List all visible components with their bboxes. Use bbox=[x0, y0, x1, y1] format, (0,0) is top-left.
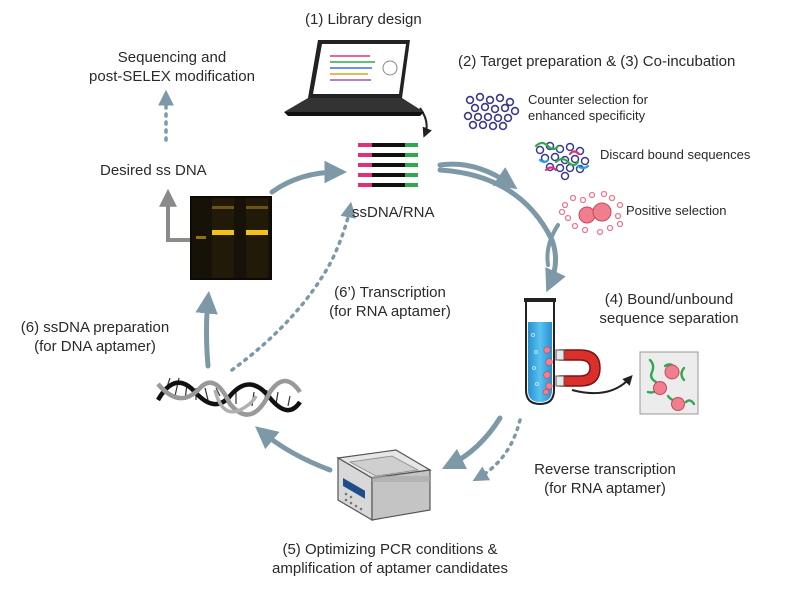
ssdna-rna-label: ssDNA/RNA bbox=[352, 204, 435, 221]
reverse-transcription-label-line1: Reverse transcription bbox=[534, 461, 676, 478]
target-bead-icon bbox=[558, 190, 624, 236]
reverse-transcription-label-line2: (for RNA aptamer) bbox=[544, 480, 666, 497]
double-helix-icon bbox=[156, 377, 302, 417]
ssdna-library-icon bbox=[358, 143, 418, 187]
transcription-label-line1: (6’) Transcription bbox=[334, 284, 446, 301]
desired-ssdna-label: Desired ss DNA bbox=[100, 162, 207, 179]
counter-selection-label: Counter selection for enhanced specifici… bbox=[528, 92, 648, 124]
arrow-gel-to-library bbox=[269, 160, 347, 195]
arrow-laptop-to-library bbox=[419, 107, 432, 138]
gel-image-icon bbox=[190, 196, 272, 280]
library-design-label: (1) Library design bbox=[305, 11, 422, 28]
dotted-arrows bbox=[158, 89, 522, 482]
arrow-library-to-selection bbox=[437, 161, 518, 190]
counter-selection-label-line1: Counter selection for bbox=[528, 92, 648, 107]
positive-selection-label: Positive selection bbox=[626, 203, 727, 218]
bound-separation-label-line1: (4) Bound/unbound bbox=[604, 291, 734, 308]
gel-up-arrow bbox=[159, 188, 190, 242]
target-prep-label: (2) Target preparation & (3) Co-incubati… bbox=[458, 53, 736, 70]
arrow-selection-to-separation bbox=[437, 167, 566, 293]
pcr-label-line2: amplification of aptamer candidates bbox=[272, 560, 508, 577]
arrow-magnet-to-bound-box bbox=[571, 375, 633, 395]
pcr-label: (5) Optimizing PCR conditions & amplific… bbox=[240, 540, 540, 578]
sequencing-label-line1: Sequencing and bbox=[117, 49, 227, 66]
sequencing-label: Sequencing and post-SELEX modification bbox=[62, 48, 282, 86]
flow-arrows bbox=[195, 160, 566, 473]
ssdna-prep-label-line2: (for DNA aptamer) bbox=[34, 338, 156, 355]
ssdna-prep-label-line1: (6) ssDNA preparation bbox=[20, 319, 170, 336]
arrow-pcr-to-dna bbox=[255, 426, 333, 473]
arrow-positive-to-tube bbox=[545, 223, 560, 267]
bound-separation-label: (4) Bound/unbound sequence separation bbox=[574, 290, 764, 328]
bound-sequence-cluster-icon bbox=[534, 141, 590, 181]
transcription-label-line2: (for RNA aptamer) bbox=[329, 303, 451, 320]
counter-target-cluster-icon bbox=[463, 92, 520, 131]
arrow-separation-to-pcr bbox=[441, 415, 503, 470]
pcr-label-line1: (5) Optimizing PCR conditions & bbox=[282, 541, 498, 558]
pcr-thermocycler-icon bbox=[336, 449, 432, 522]
ssdna-prep-label: (6) ssDNA preparation (for DNA aptamer) bbox=[0, 318, 190, 356]
counter-selection-label-line2: enhanced specificity bbox=[528, 108, 646, 123]
arrow-dna-to-library-transcription bbox=[230, 201, 357, 372]
laptop-icon bbox=[284, 40, 424, 116]
transcription-label: (6’) Transcription (for RNA aptamer) bbox=[300, 283, 480, 321]
bound-complex-icon bbox=[639, 351, 699, 415]
sequencing-label-line2: post-SELEX modification bbox=[89, 68, 255, 85]
arrow-dna-to-gel bbox=[195, 291, 218, 369]
reverse-transcription-label: Reverse transcription (for RNA aptamer) bbox=[510, 460, 700, 498]
bound-separation-label-line2: sequence separation bbox=[599, 310, 739, 327]
arrow-tube-to-pcr-reverse-transcription bbox=[472, 418, 522, 482]
discard-label: Discard bound sequences bbox=[600, 147, 751, 162]
test-tube-icon bbox=[524, 298, 556, 406]
magnet-icon bbox=[555, 349, 601, 387]
